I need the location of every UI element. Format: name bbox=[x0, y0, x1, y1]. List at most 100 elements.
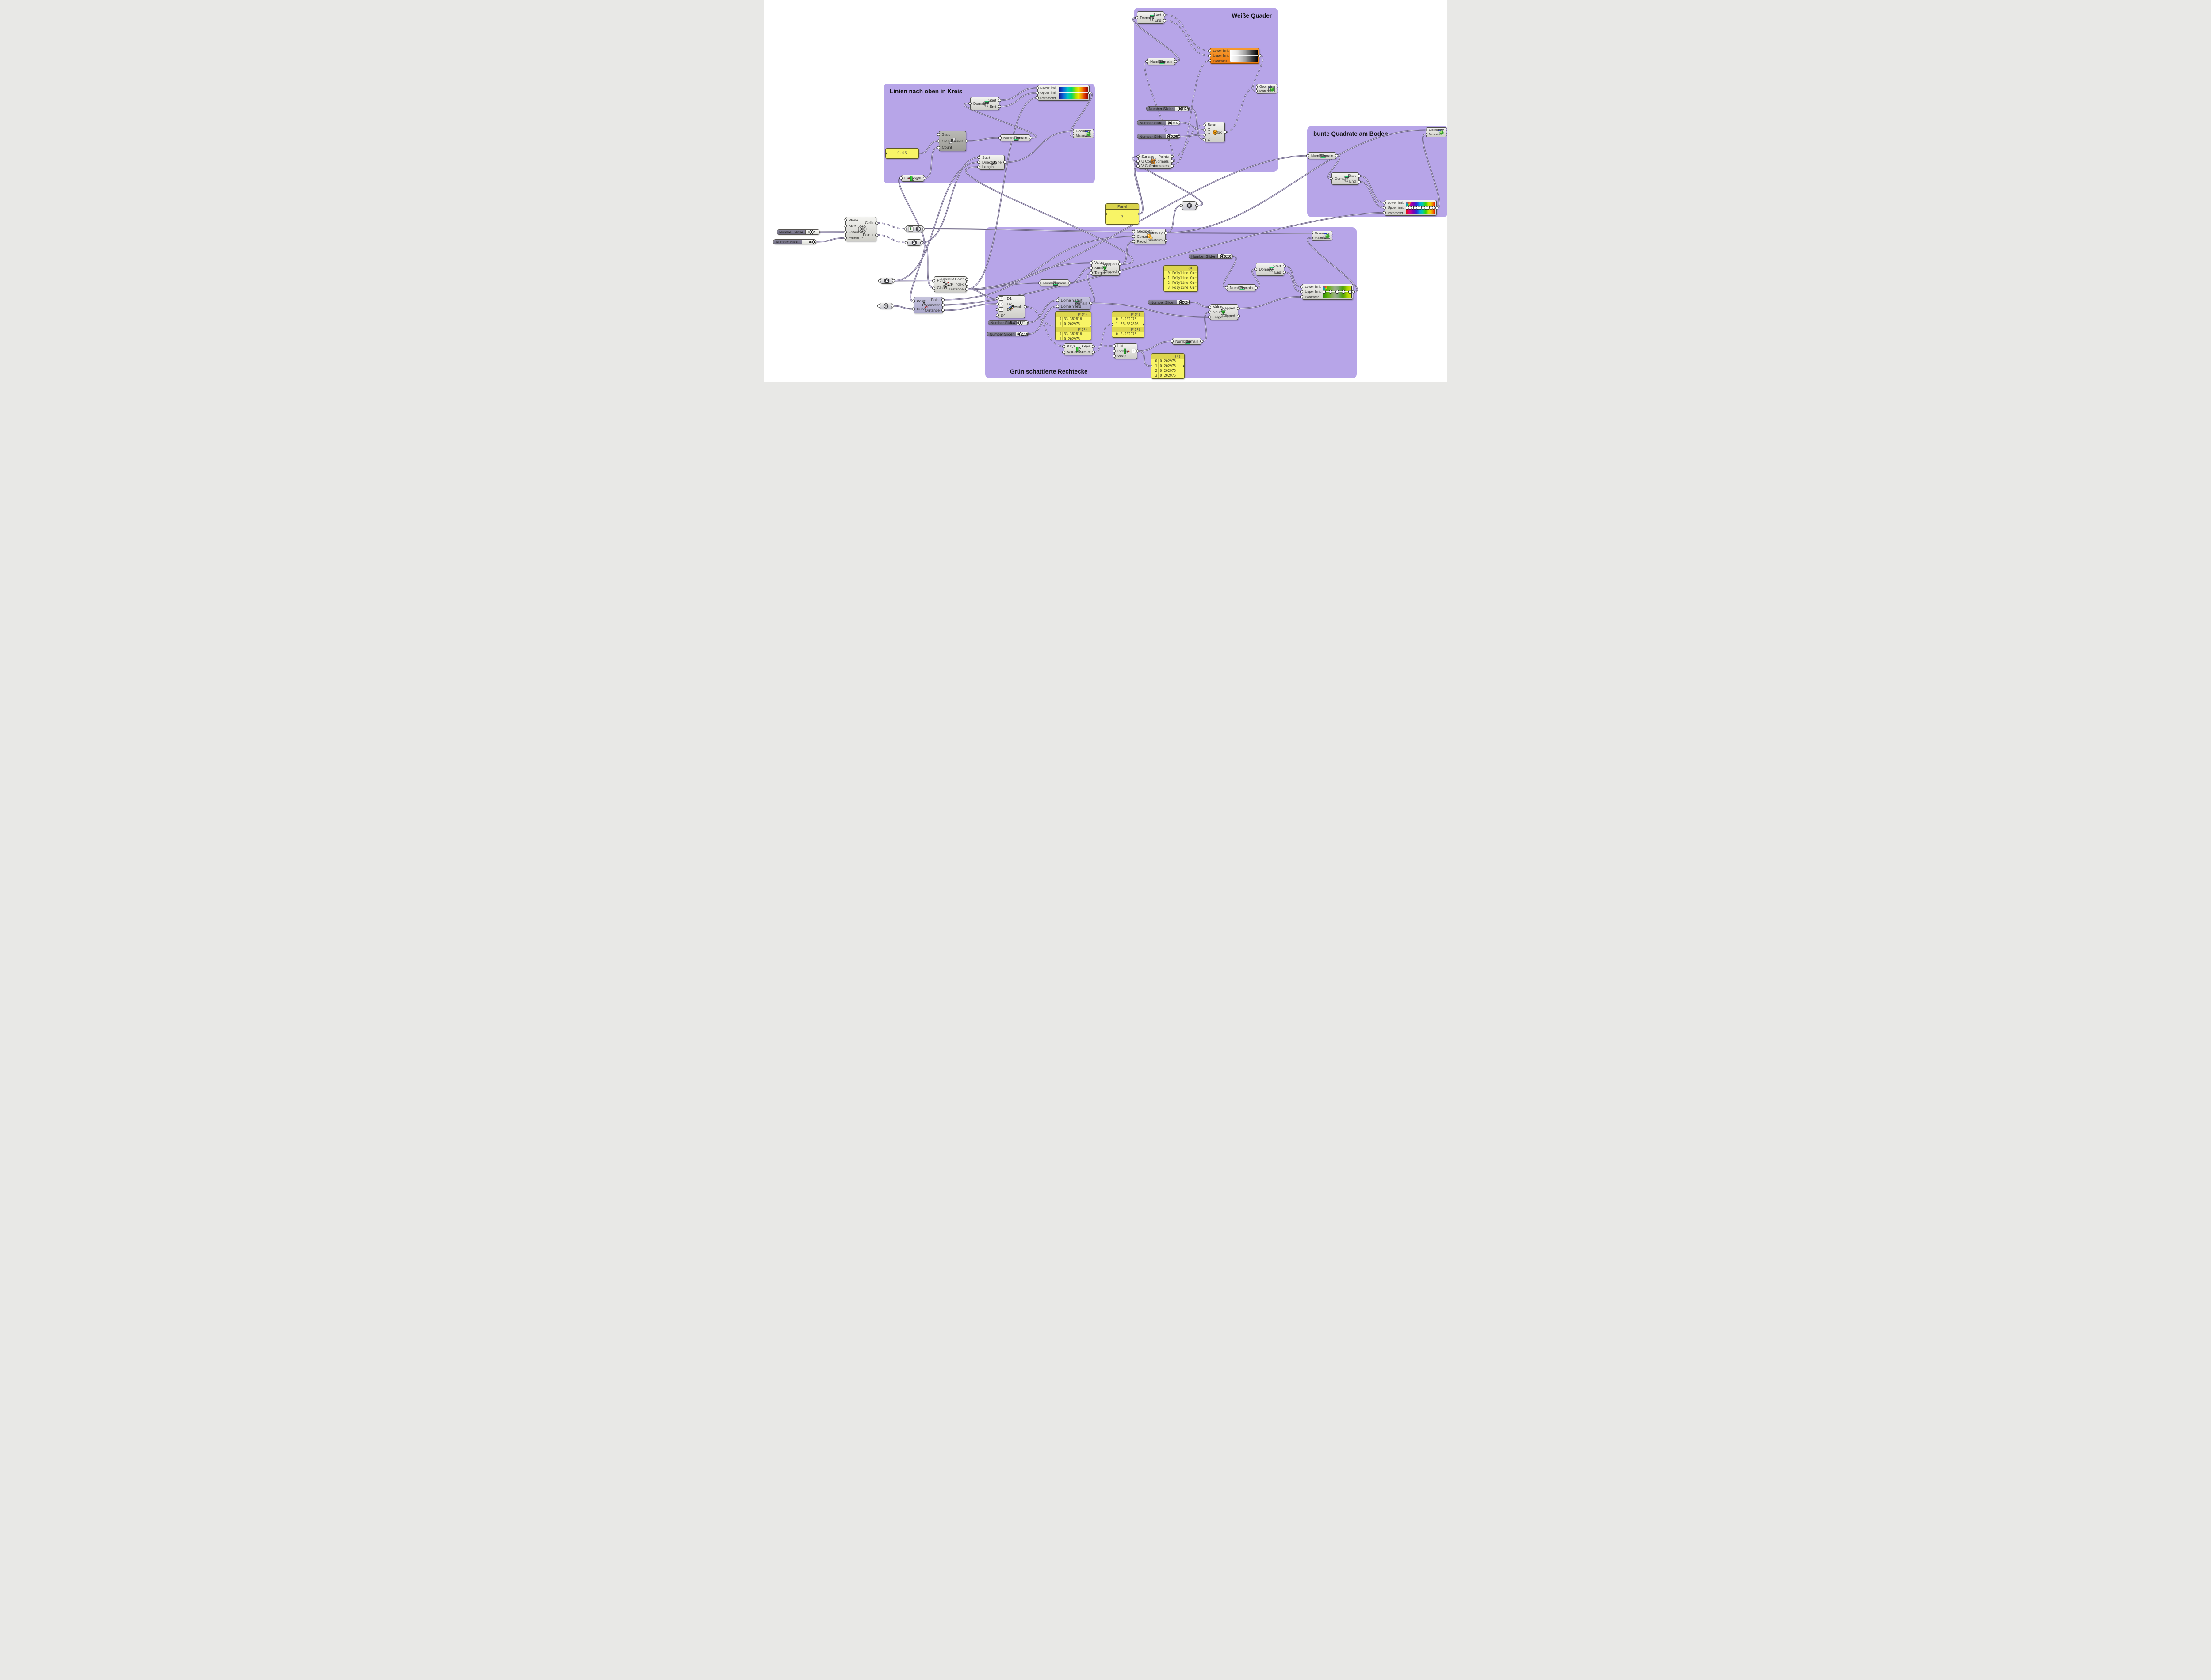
input-port[interactable] bbox=[1330, 177, 1333, 180]
output-port[interactable] bbox=[920, 241, 923, 244]
output-port[interactable] bbox=[1003, 160, 1006, 164]
wire[interactable] bbox=[1190, 302, 1210, 308]
input-port[interactable] bbox=[1132, 240, 1135, 243]
input-port[interactable] bbox=[1036, 86, 1039, 90]
output-port[interactable] bbox=[1089, 302, 1092, 305]
output-port[interactable] bbox=[1163, 13, 1166, 16]
input-port[interactable] bbox=[1090, 271, 1093, 275]
output-port[interactable] bbox=[1090, 324, 1091, 328]
wire[interactable] bbox=[1069, 92, 1093, 137]
input-port[interactable] bbox=[998, 136, 1002, 140]
input-port[interactable] bbox=[1208, 310, 1211, 314]
input-port[interactable] bbox=[1062, 345, 1065, 348]
input-port[interactable] bbox=[937, 146, 940, 149]
gradient-grip[interactable] bbox=[1342, 290, 1346, 294]
output-port[interactable] bbox=[965, 287, 968, 291]
output-port[interactable] bbox=[998, 105, 1001, 108]
input-port[interactable] bbox=[1203, 138, 1206, 141]
input-port[interactable] bbox=[1113, 349, 1116, 353]
output-port[interactable] bbox=[1118, 270, 1121, 273]
input-port[interactable] bbox=[1300, 295, 1303, 298]
wire[interactable] bbox=[943, 303, 998, 311]
output-port[interactable] bbox=[1255, 286, 1258, 290]
gradient-preview[interactable] bbox=[1058, 86, 1088, 99]
input-port[interactable] bbox=[904, 227, 907, 230]
output-port[interactable] bbox=[1171, 155, 1174, 158]
input-port[interactable] bbox=[878, 279, 881, 283]
input-port[interactable] bbox=[1208, 305, 1211, 309]
output-port[interactable] bbox=[941, 303, 945, 307]
input-port[interactable] bbox=[937, 139, 940, 143]
wire[interactable] bbox=[1132, 156, 1203, 206]
output-port[interactable] bbox=[941, 298, 945, 302]
geometry-parameter[interactable] bbox=[1180, 201, 1198, 210]
wire[interactable] bbox=[964, 103, 1037, 139]
slider-knob[interactable] bbox=[1220, 254, 1224, 258]
input-port[interactable] bbox=[1254, 267, 1257, 271]
input-port[interactable] bbox=[844, 218, 847, 222]
input-port[interactable] bbox=[996, 308, 999, 311]
point-parameter[interactable] bbox=[878, 278, 895, 284]
input-port[interactable] bbox=[1136, 164, 1140, 168]
output-port[interactable] bbox=[1027, 332, 1028, 336]
wire[interactable] bbox=[910, 242, 926, 302]
wire[interactable] bbox=[1132, 17, 1180, 62]
output-port[interactable] bbox=[1197, 277, 1198, 280]
output-port[interactable] bbox=[819, 231, 820, 234]
input-port[interactable] bbox=[1300, 285, 1303, 289]
input-port[interactable] bbox=[1132, 235, 1135, 238]
input-port[interactable] bbox=[844, 224, 847, 228]
input-port[interactable] bbox=[1208, 54, 1211, 57]
curve-parameter[interactable] bbox=[877, 303, 894, 309]
input-port[interactable] bbox=[1036, 96, 1039, 99]
input-port[interactable] bbox=[1038, 281, 1041, 285]
value-panel[interactable]: 0.05 bbox=[885, 148, 919, 159]
wire[interactable] bbox=[1120, 241, 1134, 265]
input-port[interactable] bbox=[932, 286, 935, 290]
output-port[interactable] bbox=[1352, 290, 1355, 294]
wire[interactable] bbox=[1307, 237, 1358, 293]
wire[interactable] bbox=[1166, 205, 1182, 233]
input-port[interactable] bbox=[977, 165, 980, 169]
input-port[interactable] bbox=[1180, 204, 1183, 207]
output-port[interactable] bbox=[1435, 206, 1438, 210]
input-port[interactable] bbox=[1383, 201, 1386, 205]
output-port[interactable] bbox=[941, 309, 945, 312]
point-parameter[interactable] bbox=[905, 239, 923, 246]
gradient-grip[interactable] bbox=[1323, 290, 1326, 294]
wire[interactable] bbox=[999, 87, 1037, 101]
gradient-preview[interactable] bbox=[1405, 201, 1435, 214]
wire[interactable] bbox=[1137, 340, 1172, 352]
wire[interactable] bbox=[1172, 60, 1210, 167]
input-port[interactable] bbox=[1208, 49, 1211, 53]
wire[interactable] bbox=[1005, 130, 1073, 163]
output-port[interactable] bbox=[1283, 264, 1286, 268]
output-port[interactable] bbox=[1174, 60, 1177, 63]
wire[interactable] bbox=[1093, 345, 1114, 347]
output-port[interactable] bbox=[875, 233, 878, 237]
wire[interactable] bbox=[1180, 134, 1205, 137]
input-port[interactable] bbox=[1145, 60, 1148, 63]
input-port[interactable] bbox=[1056, 298, 1059, 302]
output-port[interactable] bbox=[1358, 180, 1361, 183]
wire[interactable] bbox=[1086, 272, 1095, 304]
wire[interactable] bbox=[1190, 108, 1205, 140]
wire[interactable] bbox=[1201, 311, 1210, 342]
